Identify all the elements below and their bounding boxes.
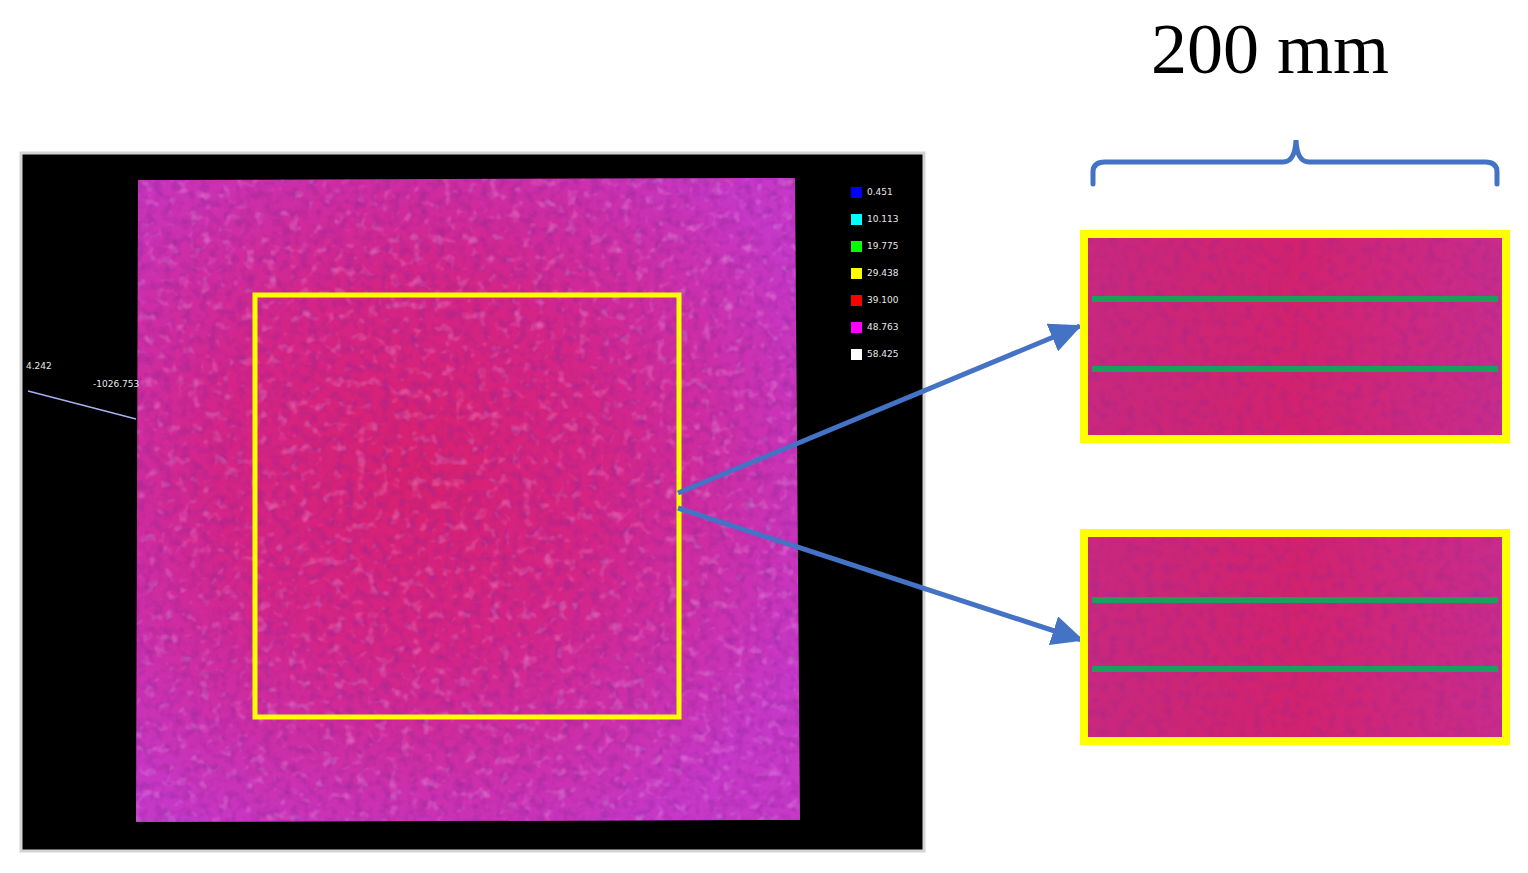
surface-texture — [1084, 234, 1506, 439]
legend-swatch — [851, 349, 862, 360]
legend-value: 29.438 — [867, 268, 899, 279]
legend-swatch — [851, 187, 862, 198]
legend-value: 10.113 — [867, 214, 899, 225]
legend-swatch — [851, 268, 862, 279]
legend-swatch — [851, 241, 862, 252]
coordinate-label: 4.242 — [26, 362, 52, 371]
dimension-brace — [1093, 140, 1497, 184]
surface-texture — [1084, 533, 1506, 741]
coordinate-label: -1026.753 — [93, 380, 139, 389]
profile-line — [1092, 366, 1498, 372]
legend-swatch — [851, 322, 862, 333]
scanned-surface — [136, 178, 800, 822]
dimension-label: 200 mm — [1151, 13, 1389, 85]
blue-arrow — [678, 326, 1080, 493]
legend-value: 39.100 — [867, 295, 899, 306]
legend-value: 48.763 — [867, 322, 899, 333]
legend-value: 58.425 — [867, 349, 899, 360]
legend-value: 0.451 — [867, 187, 893, 198]
profile-line — [1092, 597, 1498, 603]
surface-texture — [136, 178, 801, 823]
surface-texture — [136, 178, 801, 823]
strip-frame — [1084, 234, 1506, 439]
profile-line — [1092, 666, 1498, 672]
legend-swatch — [851, 295, 862, 306]
legend-swatch — [851, 214, 862, 225]
selection-square — [255, 295, 679, 717]
strip-frame — [1084, 533, 1506, 741]
profile-strip — [1084, 533, 1506, 741]
blue-arrow — [678, 508, 1082, 640]
legend-value: 19.775 — [867, 241, 899, 252]
axis-line — [28, 391, 136, 419]
screenshot-panel — [21, 153, 924, 851]
profile-line — [1092, 296, 1498, 302]
profile-strip — [1084, 234, 1506, 439]
